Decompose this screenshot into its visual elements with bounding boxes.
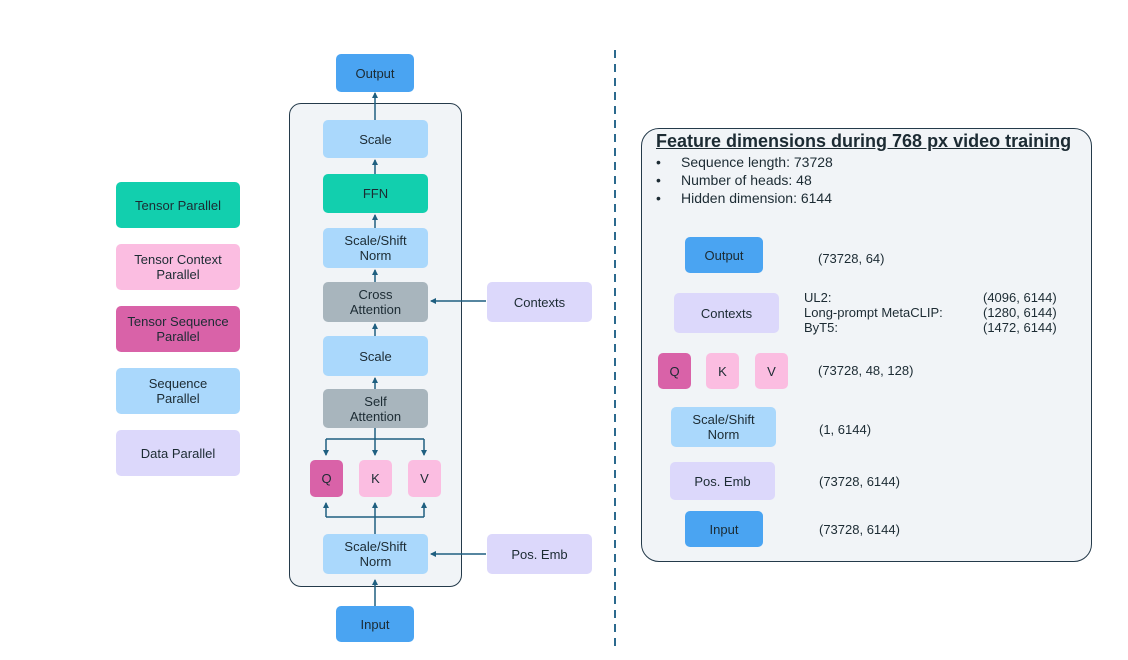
contexts-ul2-name: UL2:: [804, 290, 832, 305]
legend-tensor-context-parallel: Tensor Context Parallel: [116, 244, 240, 290]
panel-pos-emb-node: Pos. Emb: [670, 462, 775, 500]
cross-attention-node: Cross Attention: [323, 282, 428, 322]
panel-output-dim: (73728, 64): [818, 251, 885, 266]
legend-tensor-sequence-parallel: Tensor Sequence Parallel: [116, 306, 240, 352]
contexts-node: Contexts: [487, 282, 592, 322]
panel-input-dim: (73728, 6144): [819, 522, 900, 537]
output-node: Output: [336, 54, 414, 92]
ffn-node: FFN: [323, 174, 428, 213]
bullet-hidden-dimension: Hidden dimension: 6144: [656, 189, 833, 207]
panel-input-node: Input: [685, 511, 763, 547]
panel-q-node: Q: [658, 353, 691, 389]
contexts-metaclip-name: Long-prompt MetaCLIP:: [804, 305, 943, 320]
contexts-ul2-dim: (4096, 6144): [983, 290, 1057, 305]
v-node: V: [408, 460, 441, 497]
panel-bullet-list: Sequence length: 73728 Number of heads: …: [656, 153, 833, 207]
bullet-sequence-length: Sequence length: 73728: [656, 153, 833, 171]
q-node: Q: [310, 460, 343, 497]
bullet-number-of-heads: Number of heads: 48: [656, 171, 833, 189]
pos-emb-node: Pos. Emb: [487, 534, 592, 574]
legend-tensor-parallel: Tensor Parallel: [116, 182, 240, 228]
panel-contexts-node: Contexts: [674, 293, 779, 333]
input-node: Input: [336, 606, 414, 642]
contexts-byt5-name: ByT5:: [804, 320, 838, 335]
scale-shift-norm-top-node: Scale/Shift Norm: [323, 228, 428, 268]
self-attention-node: Self Attention: [323, 389, 428, 428]
scale-mid-node: Scale: [323, 336, 428, 376]
legend-data-parallel: Data Parallel: [116, 430, 240, 476]
panel-title: Feature dimensions during 768 px video t…: [656, 131, 1072, 151]
scale-top-node: Scale: [323, 120, 428, 158]
panel-norm-dim: (1, 6144): [819, 422, 872, 437]
k-node: K: [359, 460, 392, 497]
contexts-byt5-dim: (1472, 6144): [983, 320, 1057, 335]
panel-output-node: Output: [685, 237, 763, 273]
contexts-metaclip-dim: (1280, 6144): [983, 305, 1057, 320]
scale-shift-norm-bottom-node: Scale/Shift Norm: [323, 534, 428, 574]
panel-norm-node: Scale/Shift Norm: [671, 407, 776, 447]
panel-k-node: K: [706, 353, 739, 389]
panel-pos-emb-dim: (73728, 6144): [819, 474, 900, 489]
panel-qkv-dim: (73728, 48, 128): [818, 363, 914, 378]
panel-v-node: V: [755, 353, 788, 389]
legend-sequence-parallel: Sequence Parallel: [116, 368, 240, 414]
